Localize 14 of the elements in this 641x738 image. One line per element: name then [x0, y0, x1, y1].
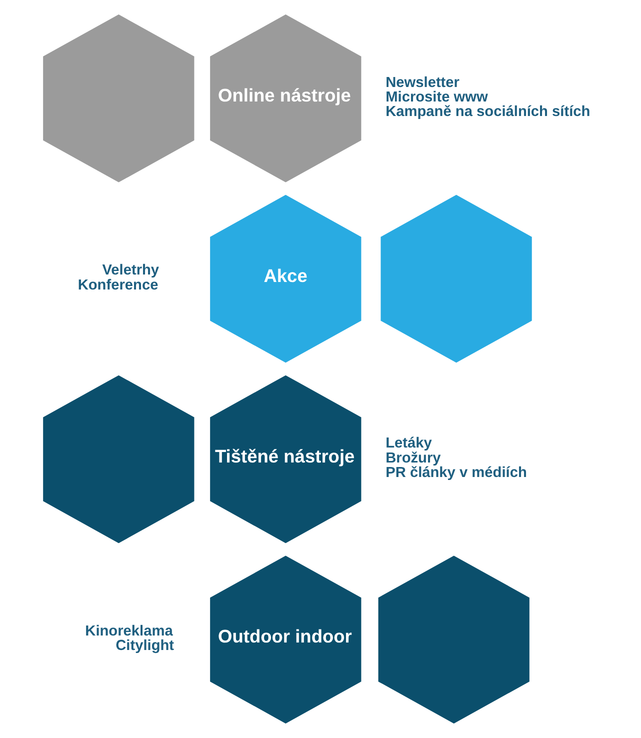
node-label: Newsletter — [385, 74, 459, 91]
node-label: PR články v médiích — [385, 464, 526, 481]
node-label: Konference — [77, 277, 158, 294]
node-hexagon — [40, 372, 196, 546]
node-label: Kinoreklama — [84, 623, 172, 640]
node-label: Letáky — [385, 436, 432, 452]
node-hexagon — [375, 552, 532, 726]
node-label: Brožury — [385, 450, 440, 466]
node-hexagon — [40, 12, 196, 186]
node-label: Veletrhy — [102, 262, 159, 279]
node-label: Citylight — [115, 638, 174, 654]
node-label: Microsite www — [385, 90, 488, 106]
node-label: Kampaně na sociálních sítích — [385, 104, 590, 120]
node-hexagon — [378, 192, 534, 366]
